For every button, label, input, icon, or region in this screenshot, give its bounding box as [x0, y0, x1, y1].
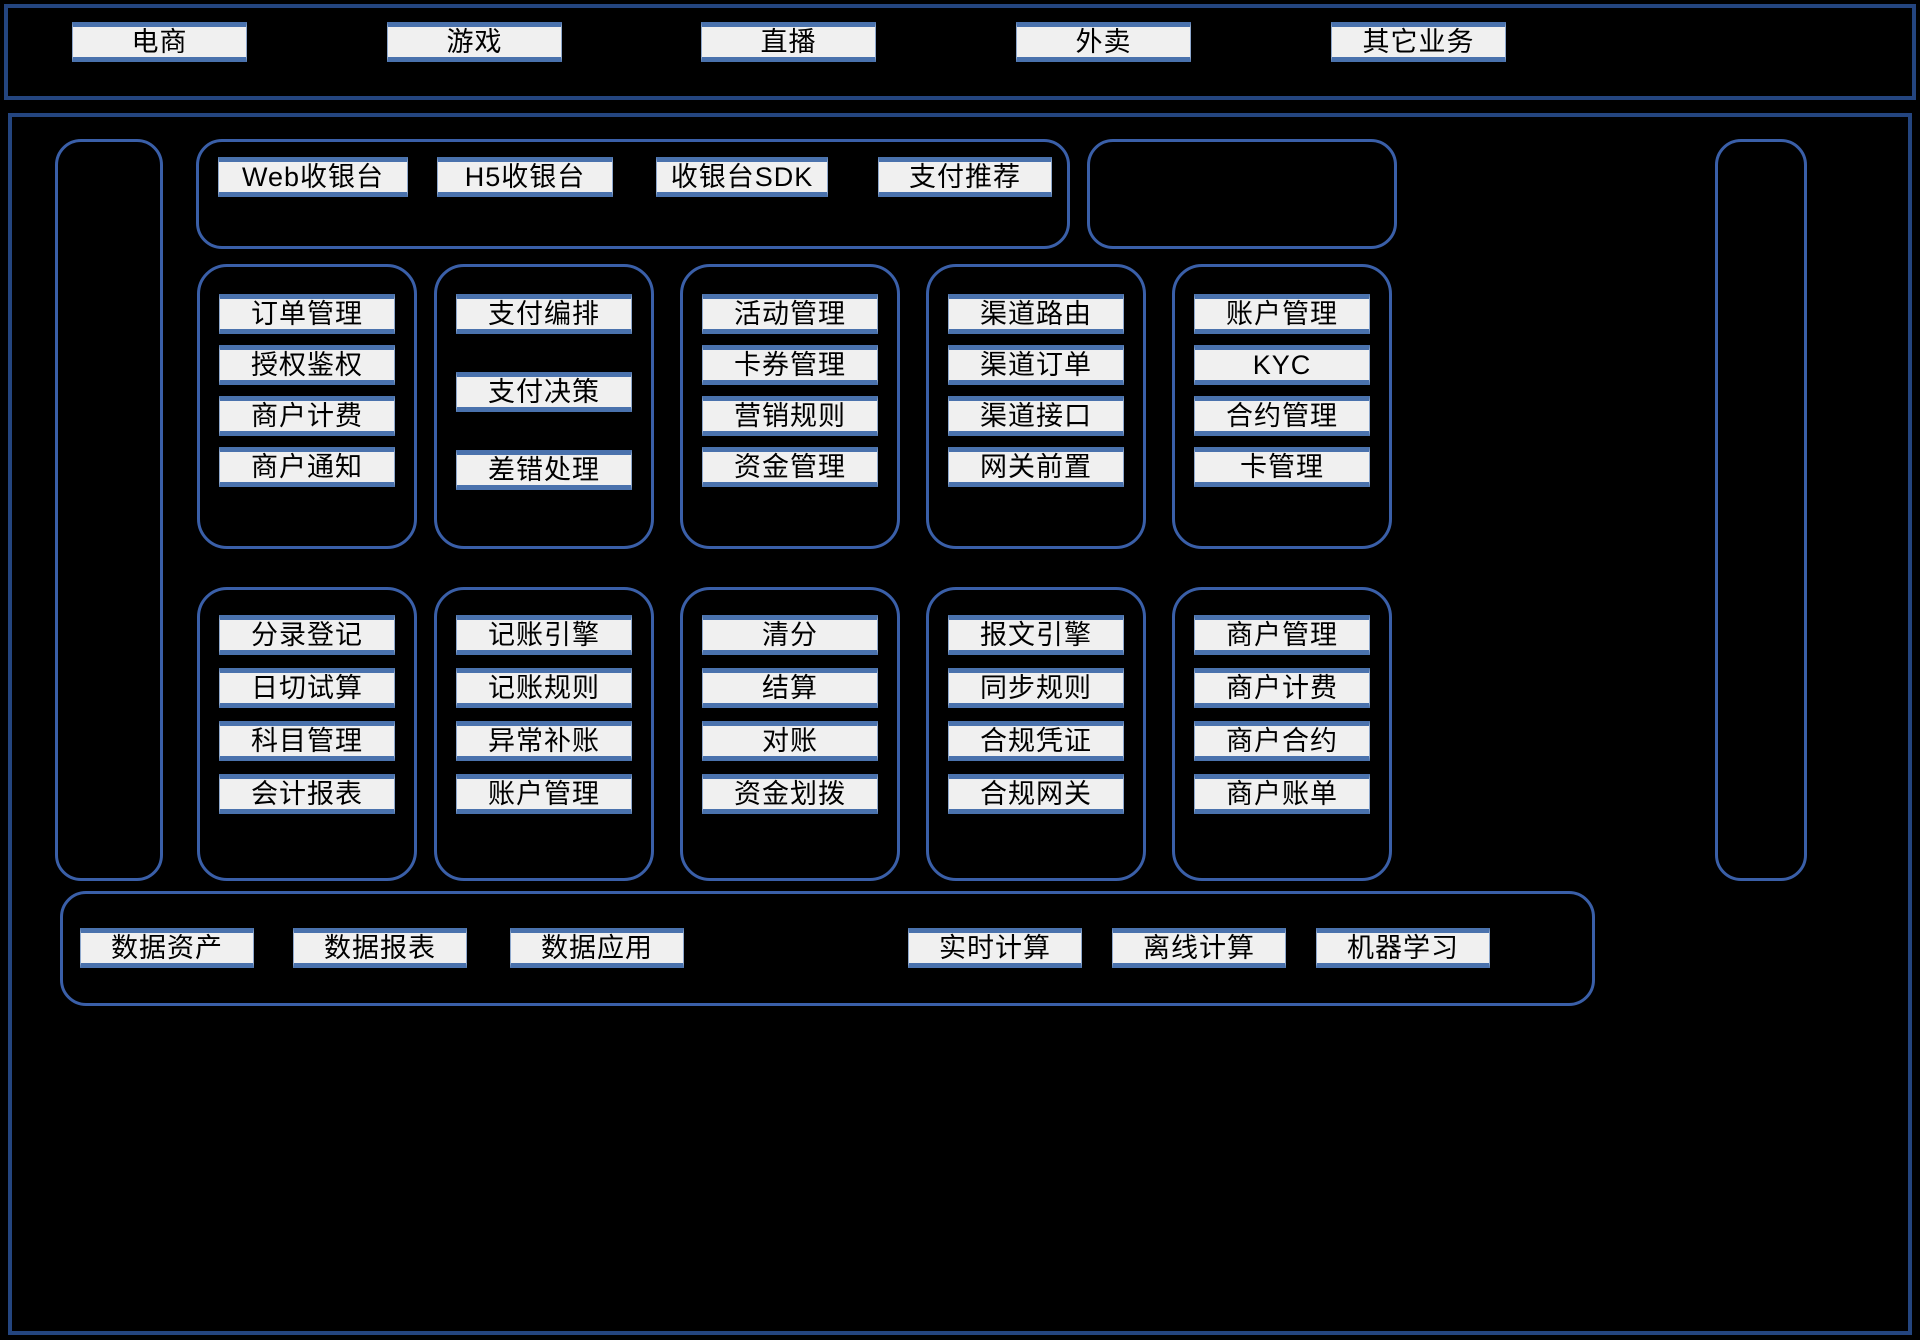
marketing-item-4[interactable]: 资金管理 — [702, 447, 878, 487]
data-item-6[interactable]: 机器学习 — [1316, 928, 1490, 968]
marketing-item-3[interactable]: 营销规则 — [702, 396, 878, 436]
channel-item-4[interactable]: 网关前置 — [948, 447, 1124, 487]
merchant-item-4[interactable]: 商户账单 — [1194, 774, 1370, 814]
compliance-item-3[interactable]: 合规凭证 — [948, 721, 1124, 761]
account-item-2[interactable]: KYC — [1194, 345, 1370, 385]
clearing-item-1[interactable]: 清分 — [702, 615, 878, 655]
business-domain-3[interactable]: 直播 — [701, 22, 876, 62]
cashier-item-1[interactable]: Web收银台 — [218, 157, 408, 197]
bookkeeping-item-1[interactable]: 记账引擎 — [456, 615, 632, 655]
merchant-item-3[interactable]: 商户合约 — [1194, 721, 1370, 761]
cashier-item-4[interactable]: 支付推荐 — [878, 157, 1052, 197]
bookkeeping-item-4[interactable]: 账户管理 — [456, 774, 632, 814]
cashier-item-2[interactable]: H5收银台 — [437, 157, 613, 197]
order-item-3[interactable]: 商户计费 — [219, 396, 395, 436]
data-item-4[interactable]: 实时计算 — [908, 928, 1082, 968]
channel-item-3[interactable]: 渠道接口 — [948, 396, 1124, 436]
payment-item-3[interactable]: 差错处理 — [456, 450, 632, 490]
ledger-item-1[interactable]: 分录登记 — [219, 615, 395, 655]
account-item-3[interactable]: 合约管理 — [1194, 396, 1370, 436]
account-item-4[interactable]: 卡管理 — [1194, 447, 1370, 487]
business-domain-5[interactable]: 其它业务 — [1331, 22, 1506, 62]
payment-item-2[interactable]: 支付决策 — [456, 372, 632, 412]
right-rail — [1715, 139, 1807, 881]
cashier-item-3[interactable]: 收银台SDK — [656, 157, 828, 197]
left-rail — [55, 139, 163, 881]
payment-item-1[interactable]: 支付编排 — [456, 294, 632, 334]
marketing-item-1[interactable]: 活动管理 — [702, 294, 878, 334]
business-domain-bar: 电商 游戏 直播 外卖 其它业务 — [4, 4, 1916, 100]
clearing-item-2[interactable]: 结算 — [702, 668, 878, 708]
reserved-band — [1087, 139, 1397, 249]
clearing-item-3[interactable]: 对账 — [702, 721, 878, 761]
data-item-1[interactable]: 数据资产 — [80, 928, 254, 968]
compliance-item-4[interactable]: 合规网关 — [948, 774, 1124, 814]
compliance-item-1[interactable]: 报文引擎 — [948, 615, 1124, 655]
order-item-2[interactable]: 授权鉴权 — [219, 345, 395, 385]
merchant-item-1[interactable]: 商户管理 — [1194, 615, 1370, 655]
clearing-item-4[interactable]: 资金划拨 — [702, 774, 878, 814]
business-domain-items: 电商 游戏 直播 外卖 其它业务 — [8, 8, 1912, 96]
business-domain-2[interactable]: 游戏 — [387, 22, 562, 62]
ledger-item-2[interactable]: 日切试算 — [219, 668, 395, 708]
business-domain-4[interactable]: 外卖 — [1016, 22, 1191, 62]
compliance-item-2[interactable]: 同步规则 — [948, 668, 1124, 708]
bookkeeping-item-3[interactable]: 异常补账 — [456, 721, 632, 761]
marketing-item-2[interactable]: 卡券管理 — [702, 345, 878, 385]
data-item-5[interactable]: 离线计算 — [1112, 928, 1286, 968]
order-item-1[interactable]: 订单管理 — [219, 294, 395, 334]
merchant-item-2[interactable]: 商户计费 — [1194, 668, 1370, 708]
bookkeeping-item-2[interactable]: 记账规则 — [456, 668, 632, 708]
channel-item-2[interactable]: 渠道订单 — [948, 345, 1124, 385]
data-item-3[interactable]: 数据应用 — [510, 928, 684, 968]
order-item-4[interactable]: 商户通知 — [219, 447, 395, 487]
account-item-1[interactable]: 账户管理 — [1194, 294, 1370, 334]
ledger-item-4[interactable]: 会计报表 — [219, 774, 395, 814]
channel-item-1[interactable]: 渠道路由 — [948, 294, 1124, 334]
business-domain-1[interactable]: 电商 — [72, 22, 247, 62]
ledger-item-3[interactable]: 科目管理 — [219, 721, 395, 761]
data-item-2[interactable]: 数据报表 — [293, 928, 467, 968]
